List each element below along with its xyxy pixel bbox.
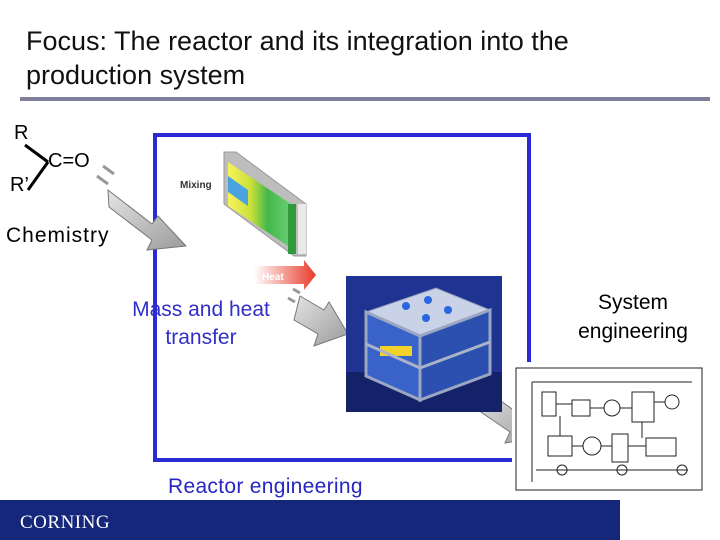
system-engineering-label: System engineering — [578, 291, 688, 343]
mixing-heat-figure: Mixing Heat — [180, 151, 316, 290]
chem-r-prime-group: R’ — [10, 174, 29, 196]
reactor-frame — [153, 133, 531, 462]
chemistry-label: Chemistry — [6, 224, 110, 247]
chemistry-arrow — [96, 164, 188, 251]
heat-text: Heat — [262, 272, 284, 283]
title-underline — [20, 97, 710, 101]
footer-bar — [0, 500, 620, 540]
slide-title: Focus: The reactor and its integration i… — [26, 26, 569, 90]
chem-r-group: R — [14, 122, 29, 144]
reactor-photo — [346, 276, 502, 412]
reactor-engineering-label: Reactor engineering — [168, 475, 363, 498]
mixing-text: Mixing — [180, 180, 212, 191]
chem-carbonyl: C=O — [48, 150, 90, 172]
process-schematic — [512, 362, 708, 496]
mass-heat-transfer-label: Mass and heat transfer — [132, 298, 270, 349]
corning-logo: CORNING — [20, 512, 111, 533]
mass-transfer-arrow — [287, 287, 349, 347]
